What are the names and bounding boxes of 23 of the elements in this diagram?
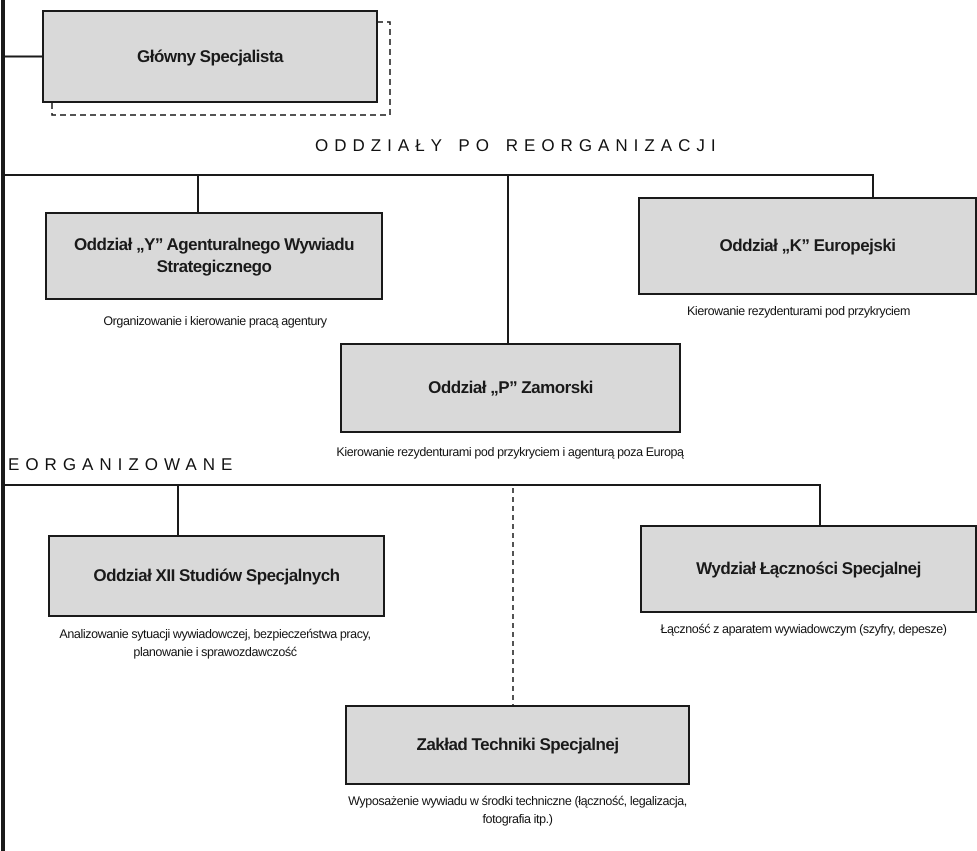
connector-line [3, 56, 42, 58]
section-heading: EORGANIZOWANE [8, 455, 238, 475]
unit-name: Główny Specjalista [136, 46, 284, 68]
unit-name: Oddział „K” Europejski [718, 235, 897, 257]
unit-box [640, 525, 977, 613]
unit-name: Oddział XII Studiów Specjalnych [92, 565, 341, 587]
unit-description: Łączność z aparatem wywiadowczym (szyfry, depesze) [659, 621, 948, 638]
unit-box [345, 705, 690, 785]
section-heading: ODDZIAŁY PO REORGANIZACJI [315, 136, 722, 156]
unit-name: Zakład Techniki Specjalnej [415, 734, 620, 756]
unit-box [340, 343, 681, 433]
unit-description: Organizowanie i kierowanie pracą agentury [102, 313, 328, 330]
unit-description: Kierowanie rezydenturami pod przykryciem [686, 303, 911, 320]
unit-box [638, 197, 977, 295]
unit-name: Oddział „Y” Agenturalnego Wywiadu Strategicznego [72, 234, 356, 278]
unit-box [48, 535, 385, 617]
unit-box [42, 10, 378, 103]
unit-box [45, 212, 383, 300]
unit-name: Wydział Łączności Specjalnej [695, 558, 922, 580]
unit-description: Analizowanie sytuacji wywiadowczej, bezpieczeństwa pracy, planowanie i sprawozdawczość [58, 626, 372, 661]
unit-description: Kierowanie rezydenturami pod przykryciem i agenturą poza Europą [335, 444, 685, 461]
unit-description: Wyposażenie wywiadu w środki techniczne (łączność, legalizacja, fotografia itp.) [347, 793, 688, 828]
unit-name: Oddział „P” Zamorski [427, 377, 594, 399]
